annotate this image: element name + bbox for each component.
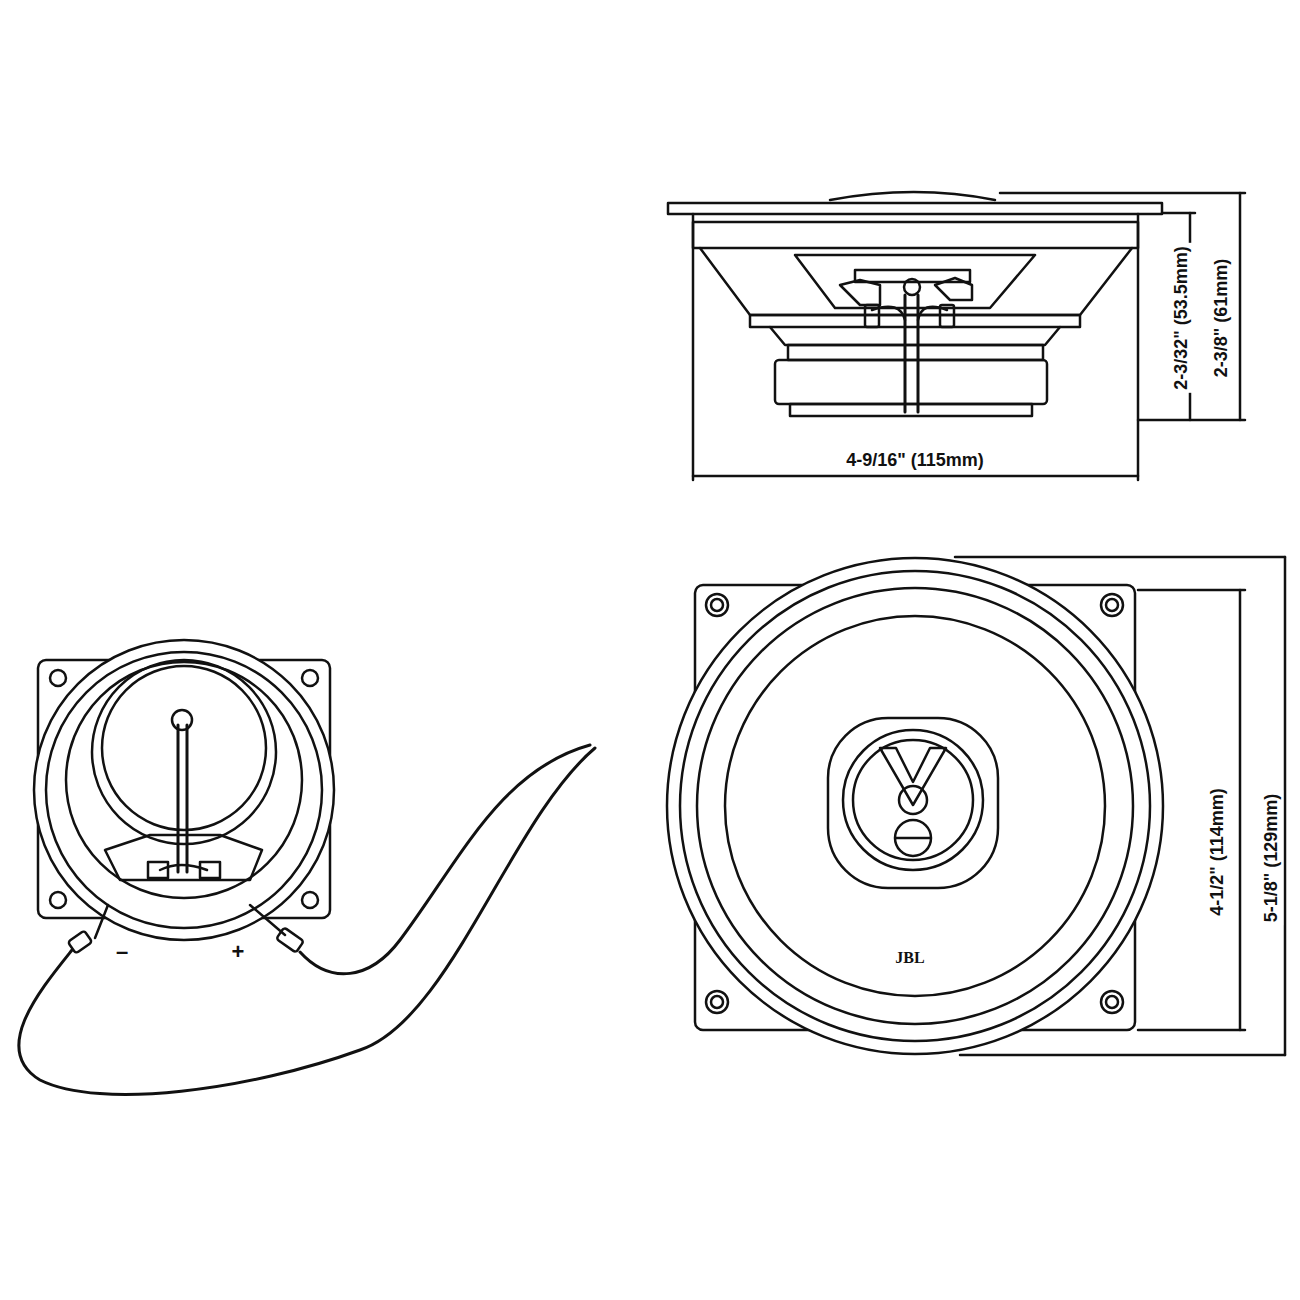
rear-view <box>19 640 595 1094</box>
dimension-label: 2-3/8" (61mm) <box>1211 256 1233 381</box>
side-view <box>668 192 1245 480</box>
dimension-label: 2-3/32" (53.5mm) <box>1171 243 1193 393</box>
front-view <box>667 557 1285 1055</box>
polarity-mark: – <box>113 939 131 965</box>
dimension-label: 4-9/16" (115mm) <box>843 450 987 472</box>
polarity-mark: + <box>229 939 248 965</box>
brand-logo: JBL <box>892 948 927 967</box>
dimension-label: 5-1/8" (129mm) <box>1261 791 1283 926</box>
dimension-label: 4-1/2" (114mm) <box>1207 785 1229 919</box>
